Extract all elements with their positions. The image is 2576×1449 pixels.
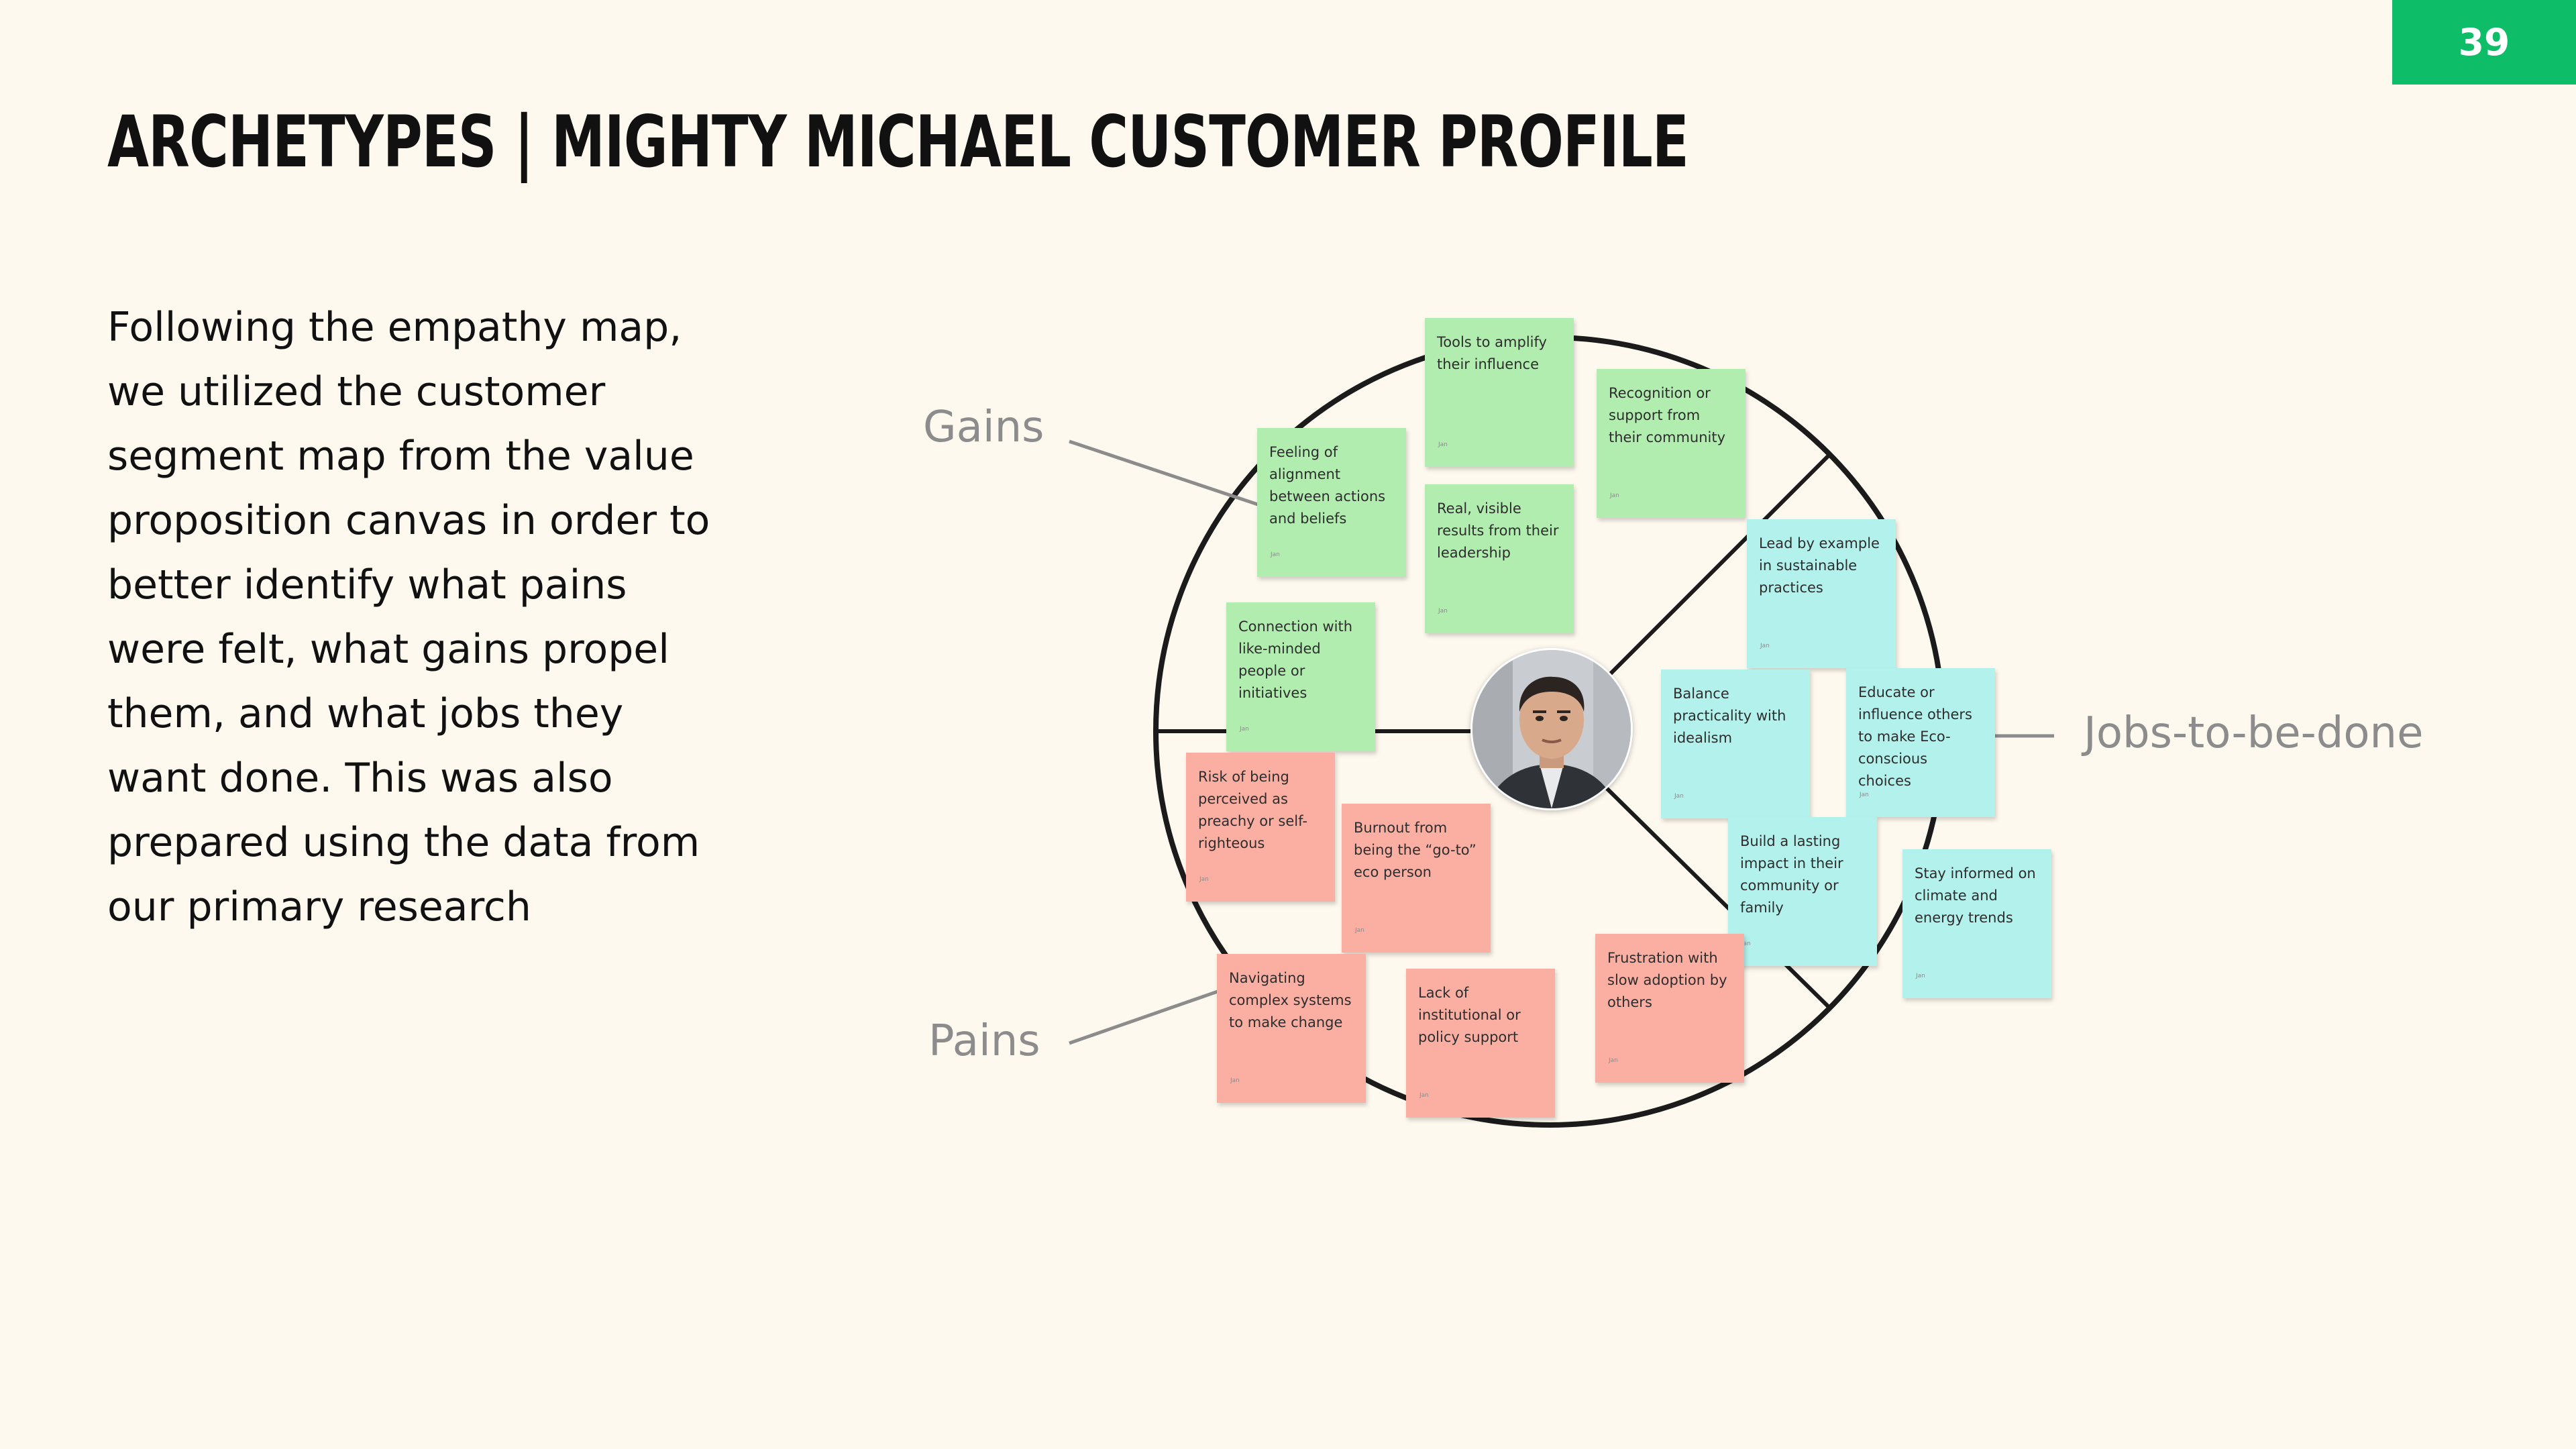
- job-note-educate: Educate or influence others to make Eco-…: [1846, 668, 1995, 817]
- note-text: Balance practicality with idealism: [1673, 686, 1786, 746]
- note-text: Stay informed on climate and energy tren…: [1915, 865, 2036, 926]
- note-author: Jan: [1355, 920, 1364, 942]
- note-author: Jan: [1419, 1085, 1429, 1107]
- note-author: Jan: [1230, 1070, 1240, 1092]
- note-text: Navigating complex systems to make chang…: [1229, 970, 1352, 1030]
- customer-avatar: [1470, 648, 1633, 810]
- note-author: Jan: [1271, 544, 1280, 566]
- note-text: Tools to amplify their influence: [1437, 334, 1547, 372]
- job-note-balance: Balance practicality with idealism Jan: [1661, 669, 1810, 818]
- pains-pointer: [1069, 991, 1220, 1043]
- pain-note-preachy: Risk of being perceived as preachy or se…: [1186, 753, 1335, 902]
- note-text: Feeling of alignment between actions and…: [1269, 444, 1385, 527]
- note-text: Connection with like-minded people or in…: [1238, 619, 1352, 701]
- note-text: Educate or influence others to make Eco-…: [1858, 684, 1972, 789]
- pain-note-slow-adoption: Frustration with slow adoption by others…: [1595, 934, 1744, 1083]
- note-text: Recognition or support from their commun…: [1609, 385, 1725, 445]
- gain-note-visible-results: Real, visible results from their leaders…: [1425, 484, 1574, 633]
- note-author: Jan: [1438, 600, 1448, 623]
- note-text: Risk of being perceived as preachy or se…: [1198, 769, 1307, 851]
- note-author: Jan: [1240, 718, 1249, 741]
- gains-pointer: [1069, 441, 1258, 504]
- note-author: Jan: [1760, 635, 1770, 657]
- note-author: Jan: [1610, 485, 1619, 507]
- note-author: Jan: [1860, 784, 1869, 806]
- note-author: Jan: [1609, 1050, 1618, 1072]
- note-text: Burnout from being the “go-to” eco perso…: [1354, 820, 1477, 880]
- note-author: Jan: [1916, 965, 1925, 987]
- person-portrait-icon: [1472, 650, 1631, 808]
- gain-note-connection: Connection with like-minded people or in…: [1226, 602, 1375, 751]
- note-text: Lead by example in sustainable practices: [1759, 535, 1880, 596]
- pains-label: Pains: [928, 1016, 1040, 1066]
- note-text: Lack of institutional or policy support: [1418, 985, 1521, 1045]
- job-note-lasting-impact: Build a lasting impact in their communit…: [1728, 817, 1877, 966]
- gain-note-recognition: Recognition or support from their commun…: [1597, 369, 1746, 518]
- gain-note-tools-influence: Tools to amplify their influence Jan: [1425, 318, 1574, 467]
- job-note-lead-by-example: Lead by example in sustainable practices…: [1747, 519, 1896, 668]
- job-note-stay-informed: Stay informed on climate and energy tren…: [1902, 849, 2051, 998]
- jobs-to-be-done-label: Jobs-to-be-done: [2084, 708, 2423, 758]
- note-author: Jan: [1438, 434, 1448, 456]
- note-text: Real, visible results from their leaders…: [1437, 500, 1559, 561]
- pain-note-policy-support: Lack of institutional or policy support …: [1406, 969, 1555, 1118]
- note-text: Frustration with slow adoption by others: [1607, 950, 1727, 1010]
- note-author: Jan: [1199, 869, 1209, 891]
- pain-note-burnout: Burnout from being the “go-to” eco perso…: [1342, 804, 1491, 953]
- note-text: Build a lasting impact in their communit…: [1740, 833, 1843, 916]
- note-author: Jan: [1674, 786, 1684, 808]
- pain-note-complex-systems: Navigating complex systems to make chang…: [1217, 954, 1366, 1103]
- gain-note-alignment: Feeling of alignment between actions and…: [1257, 428, 1406, 577]
- gains-label: Gains: [923, 402, 1044, 452]
